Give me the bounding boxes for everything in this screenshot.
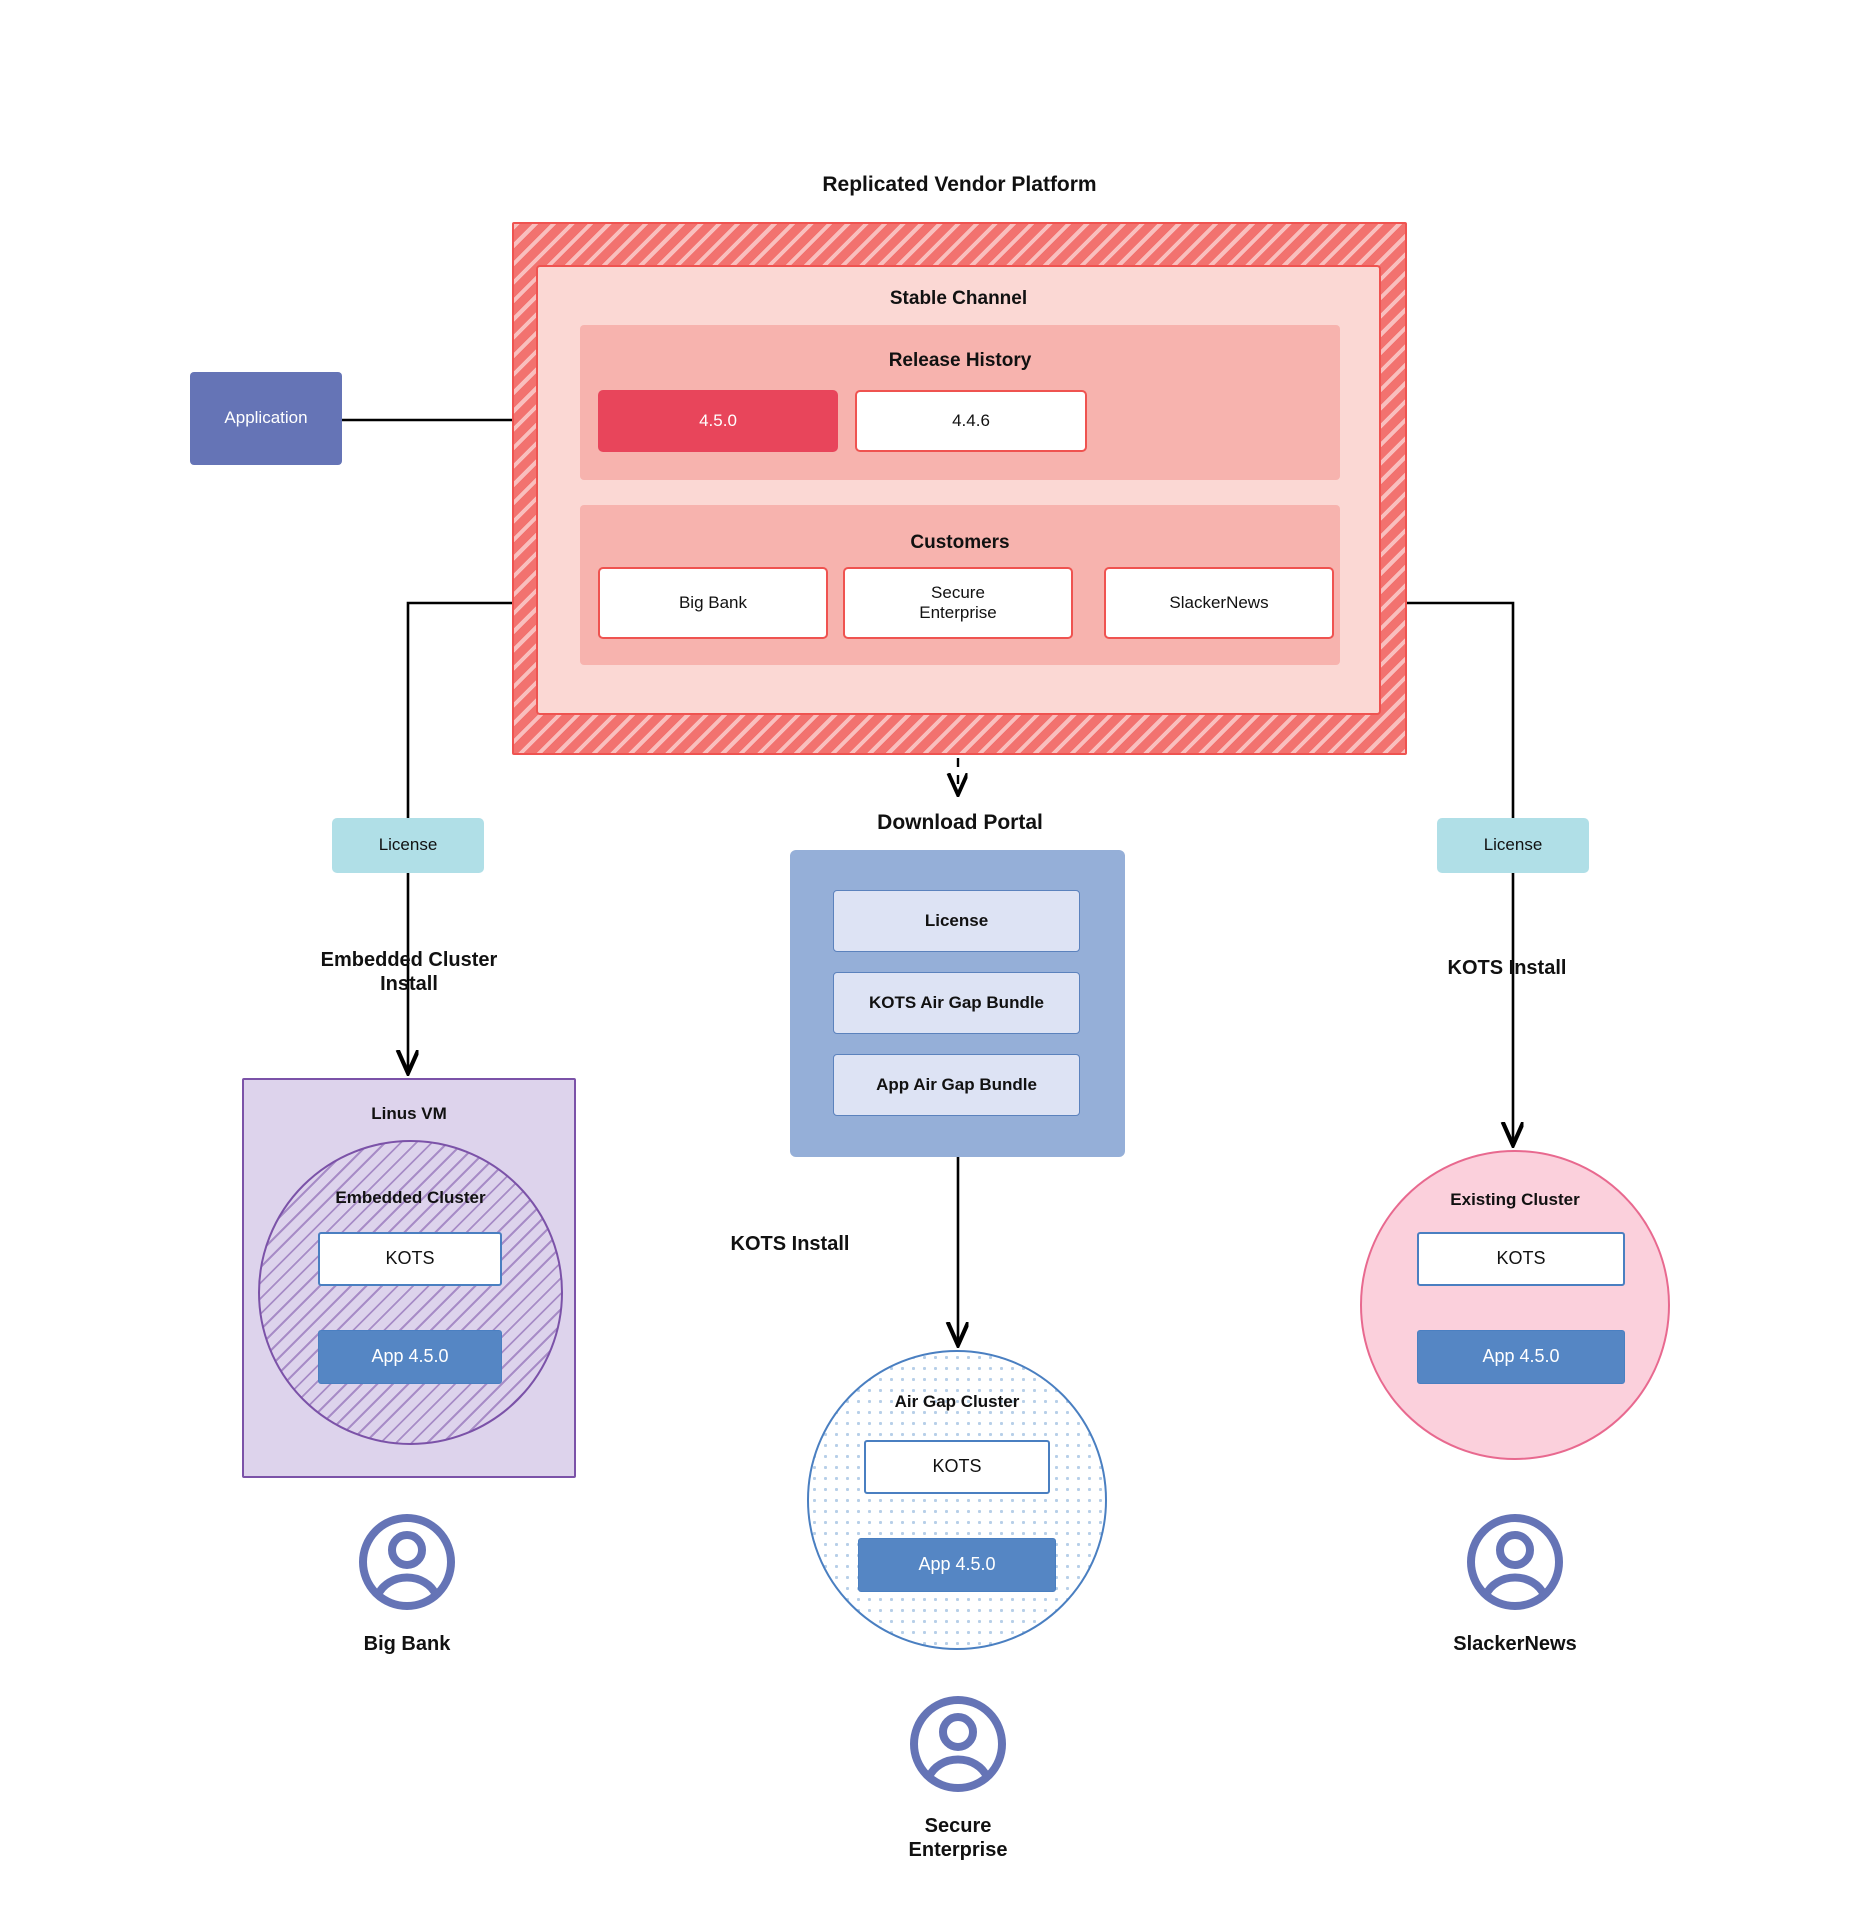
persona-name-big-bank: Big Bank (363, 1633, 451, 1655)
persona-name-secure-enterprise: Secure Enterprise (908, 1815, 1008, 1861)
customers-title: Customers (910, 532, 1010, 553)
persona-name-slackernews: SlackerNews (1453, 1633, 1577, 1655)
user-avatar-icon (359, 1514, 455, 1610)
download-item-license[interactable]: License (833, 890, 1080, 952)
customer-chip-secure-enterprise[interactable]: Secure Enterprise (843, 567, 1073, 639)
air-gap-cluster-circle (807, 1350, 1107, 1650)
existing-cluster-circle (1360, 1150, 1670, 1460)
embedded-cluster-title: Embedded Cluster (335, 1188, 486, 1207)
app-chip-airgap[interactable]: App 4.5.0 (858, 1538, 1056, 1592)
download-item-app-air-gap-bundle[interactable]: App Air Gap Bundle (833, 1054, 1080, 1116)
step-label-embedded-cluster-install: Embedded Cluster Install (320, 949, 498, 995)
application-node[interactable]: Application (190, 372, 342, 465)
linux-vm-title: Linus VM (371, 1104, 447, 1123)
license-chip-right[interactable]: License (1437, 818, 1589, 873)
kots-chip-existing[interactable]: KOTS (1417, 1232, 1625, 1286)
user-avatar-icon (910, 1696, 1006, 1792)
step-label-kots-install-middle: KOTS Install (730, 1233, 850, 1255)
air-gap-cluster-title: Air Gap Cluster (894, 1392, 1020, 1411)
download-portal-title: Download Portal (877, 811, 1043, 834)
app-chip-embedded[interactable]: App 4.5.0 (318, 1330, 502, 1384)
customer-chip-slackernews[interactable]: SlackerNews (1104, 567, 1334, 639)
embedded-cluster-circle (258, 1140, 563, 1445)
kots-chip-embedded[interactable]: KOTS (318, 1232, 502, 1286)
existing-cluster-title: Existing Cluster (1450, 1190, 1580, 1209)
download-item-kots-air-gap-bundle[interactable]: KOTS Air Gap Bundle (833, 972, 1080, 1034)
license-chip-left[interactable]: License (332, 818, 484, 873)
stable-channel-title: Stable Channel (889, 288, 1028, 309)
release-history-title: Release History (888, 350, 1032, 371)
user-avatar-icon (1467, 1514, 1563, 1610)
release-chip-previous[interactable]: 4.4.6 (855, 390, 1087, 452)
step-label-kots-install-right: KOTS Install (1447, 957, 1567, 979)
app-chip-existing[interactable]: App 4.5.0 (1417, 1330, 1625, 1384)
release-chip-current[interactable]: 4.5.0 (598, 390, 838, 452)
customer-chip-big-bank[interactable]: Big Bank (598, 567, 828, 639)
page-title: Replicated Vendor Platform (822, 173, 1097, 196)
kots-chip-airgap[interactable]: KOTS (864, 1440, 1050, 1494)
